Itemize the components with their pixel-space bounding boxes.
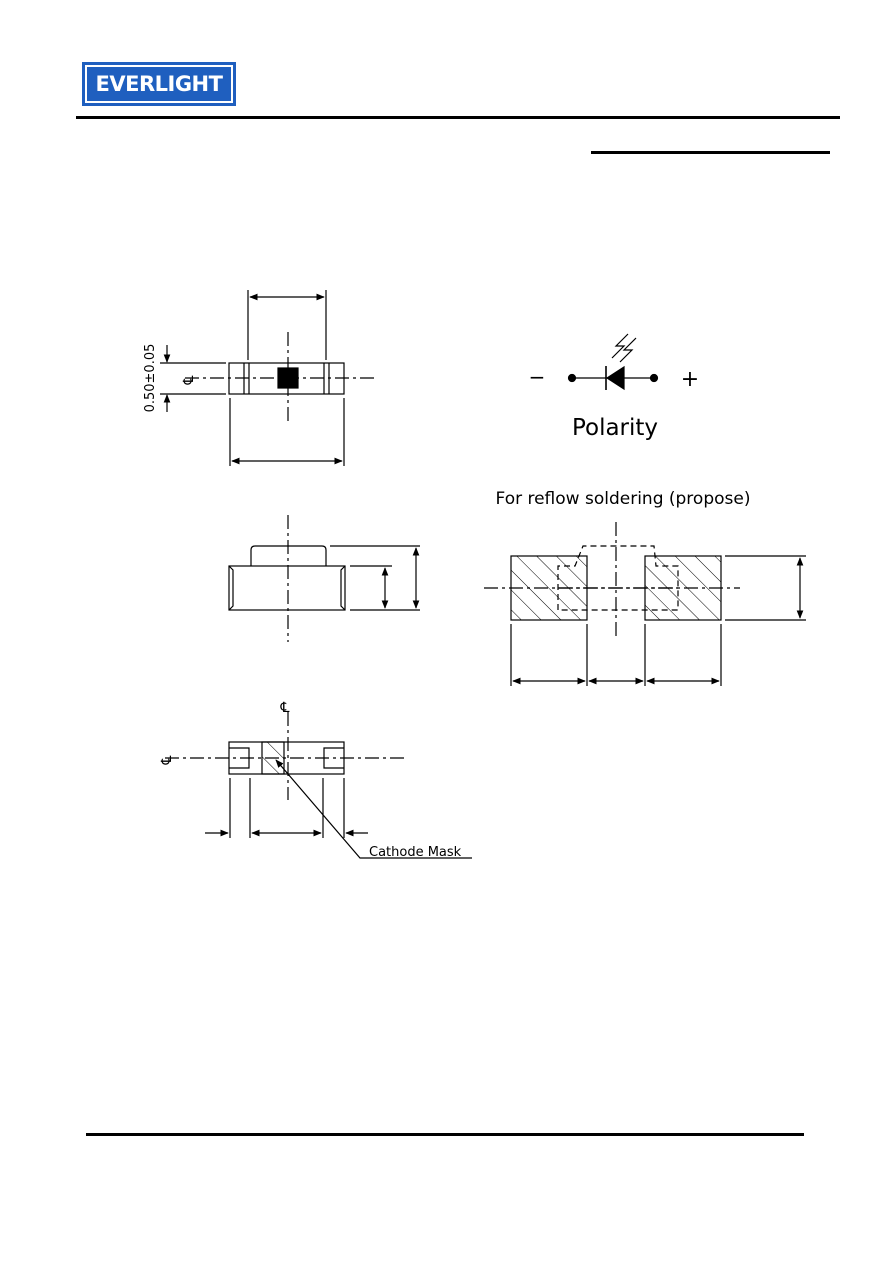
brand-logo-frame: EVERLIGHT: [85, 65, 233, 103]
side-view: [228, 515, 420, 642]
top-view: 0.50±0.05 ℄: [143, 290, 375, 466]
polarity-minus: −: [529, 365, 546, 389]
footer-rule: [86, 1133, 804, 1136]
reflow-pad-layout: For reflow soldering (propose): [484, 489, 806, 686]
side-view-body: [228, 565, 346, 611]
brand-logo-text: EVERLIGHT: [95, 72, 223, 96]
cathode-mask-label: Cathode Mask: [369, 845, 462, 860]
polarity-plus: +: [681, 367, 699, 392]
bottom-view: ℄ ℄ Cathode Mask: [159, 700, 472, 860]
header-title-rule: [591, 151, 830, 154]
right-solder-pad: [644, 555, 722, 621]
centerline-symbol-bottom: ℄: [280, 700, 290, 716]
centerline-symbol-top: ℄: [181, 376, 197, 386]
brand-logo: EVERLIGHT: [82, 62, 236, 106]
height-dimension-label: 0.50±0.05: [143, 344, 158, 413]
left-solder-pad: [510, 555, 588, 621]
polarity-symbol: − + Polarity: [529, 333, 699, 441]
polarity-label: Polarity: [572, 415, 658, 441]
centerline-symbol-bottom-left: ℄: [159, 756, 175, 766]
reflow-title: For reflow soldering (propose): [496, 489, 751, 509]
header-rule: [76, 116, 840, 119]
